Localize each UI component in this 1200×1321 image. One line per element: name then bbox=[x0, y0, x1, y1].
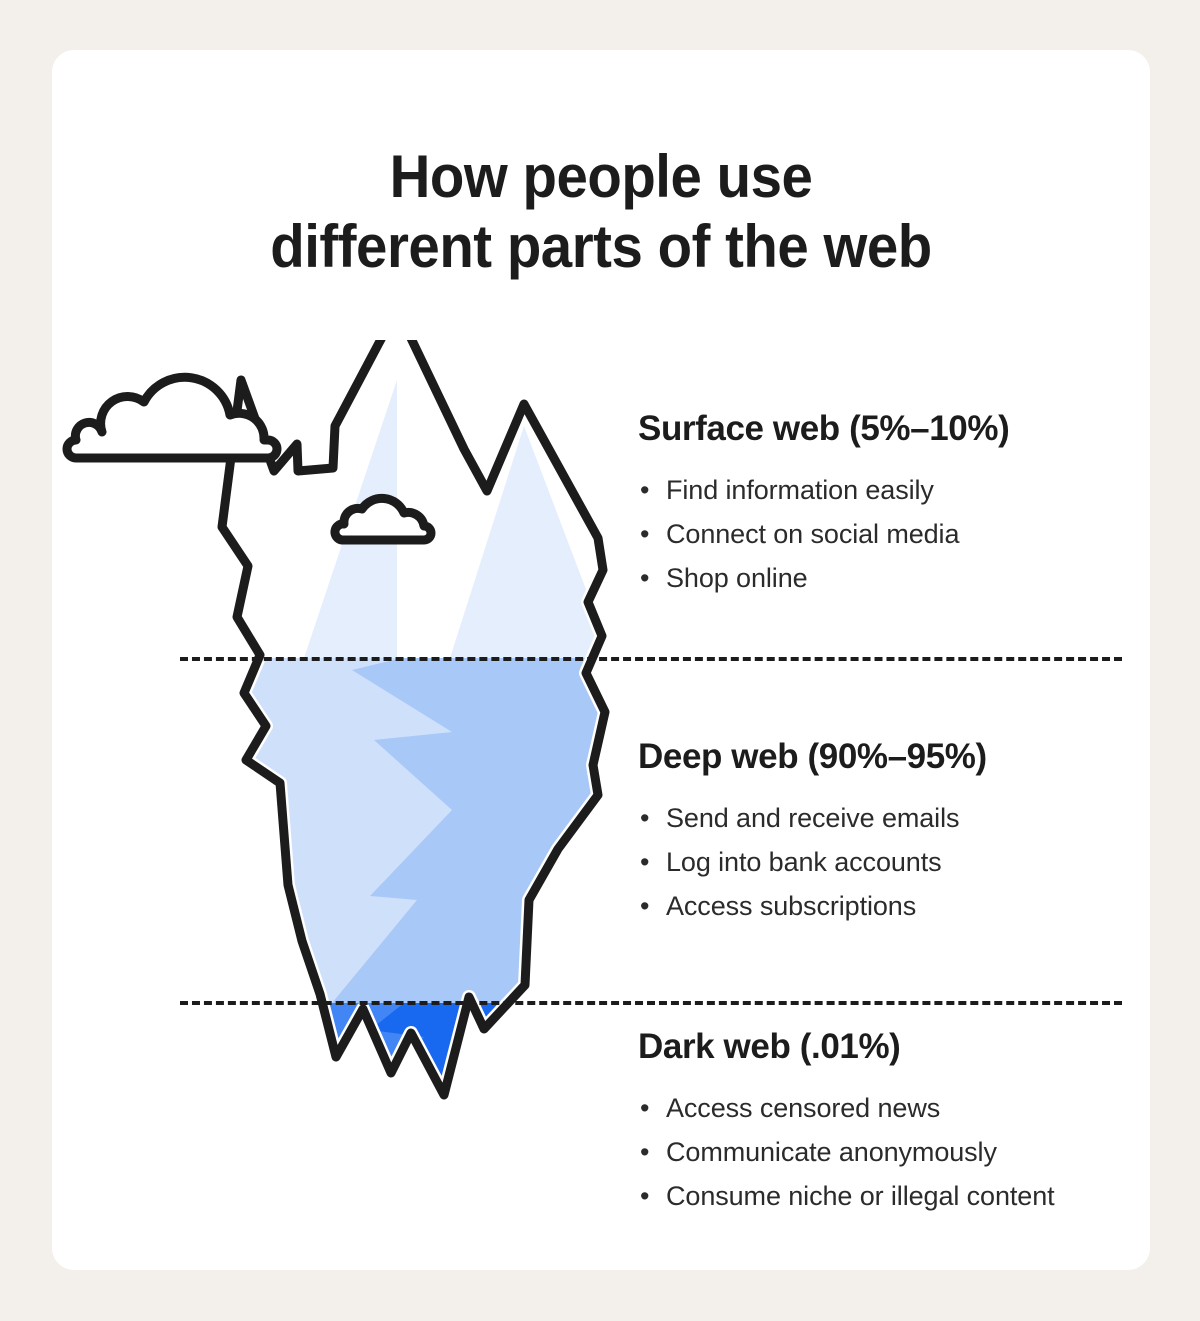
deep-web-list: • Send and receive emails • Log into ban… bbox=[638, 796, 1150, 928]
list-item-label: Access censored news bbox=[666, 1093, 941, 1123]
list-item-label: Communicate anonymously bbox=[666, 1137, 997, 1167]
list-item-label: Log into bank accounts bbox=[666, 847, 942, 877]
bullet-icon: • bbox=[640, 1137, 650, 1167]
list-item: • Log into bank accounts bbox=[638, 840, 1150, 884]
bullet-icon: • bbox=[640, 1093, 650, 1123]
iceberg-svg bbox=[62, 340, 612, 1102]
list-item-label: Find information easily bbox=[666, 475, 934, 505]
list-item-label: Access subscriptions bbox=[666, 891, 917, 921]
list-item: • Send and receive emails bbox=[638, 796, 1150, 840]
dark-web-heading: Dark web (.01%) bbox=[638, 1027, 901, 1066]
list-item: • Access censored news bbox=[638, 1086, 1150, 1130]
bullet-icon: • bbox=[640, 563, 650, 593]
iceberg-illustration bbox=[52, 340, 612, 1180]
list-item-label: Consume niche or illegal content bbox=[666, 1181, 1055, 1211]
surface-web-list: • Find information easily • Connect on s… bbox=[638, 468, 1150, 600]
list-item-label: Shop online bbox=[666, 563, 808, 593]
dark-web-list: • Access censored news • Communicate ano… bbox=[638, 1086, 1150, 1218]
surface-web-heading: Surface web (5%–10%) bbox=[638, 409, 1010, 448]
list-item: • Consume niche or illegal content bbox=[638, 1174, 1150, 1218]
list-item: • Connect on social media bbox=[638, 512, 1150, 556]
bullet-icon: • bbox=[640, 475, 650, 505]
bullet-icon: • bbox=[640, 519, 650, 549]
surface-waterline bbox=[180, 657, 1122, 661]
bullet-icon: • bbox=[640, 1181, 650, 1211]
section-dark-web: Dark web (.01%) • Access censored news •… bbox=[638, 1026, 1150, 1218]
list-item-label: Send and receive emails bbox=[666, 803, 960, 833]
list-item: • Communicate anonymously bbox=[638, 1130, 1150, 1174]
deep-waterline bbox=[180, 1001, 1122, 1005]
section-deep-web: Deep web (90%–95%) • Send and receive em… bbox=[638, 736, 1150, 928]
section-surface-web: Surface web (5%–10%) • Find information … bbox=[638, 408, 1150, 600]
list-item: • Find information easily bbox=[638, 468, 1150, 512]
list-item-label: Connect on social media bbox=[666, 519, 960, 549]
cloud-small-icon bbox=[330, 493, 436, 545]
list-item: • Access subscriptions bbox=[638, 884, 1150, 928]
bullet-icon: • bbox=[640, 803, 650, 833]
infographic-card: How people use different parts of the we… bbox=[52, 50, 1150, 1270]
page-title: How people use different parts of the we… bbox=[270, 143, 932, 281]
bullet-icon: • bbox=[640, 891, 650, 921]
tip-shadow-right bbox=[450, 426, 605, 658]
bullet-icon: • bbox=[640, 847, 650, 877]
cloud-large-icon bbox=[62, 372, 282, 463]
iceberg-outline bbox=[217, 340, 610, 1100]
list-item: • Shop online bbox=[638, 556, 1150, 600]
deep-web-heading: Deep web (90%–95%) bbox=[638, 737, 987, 776]
